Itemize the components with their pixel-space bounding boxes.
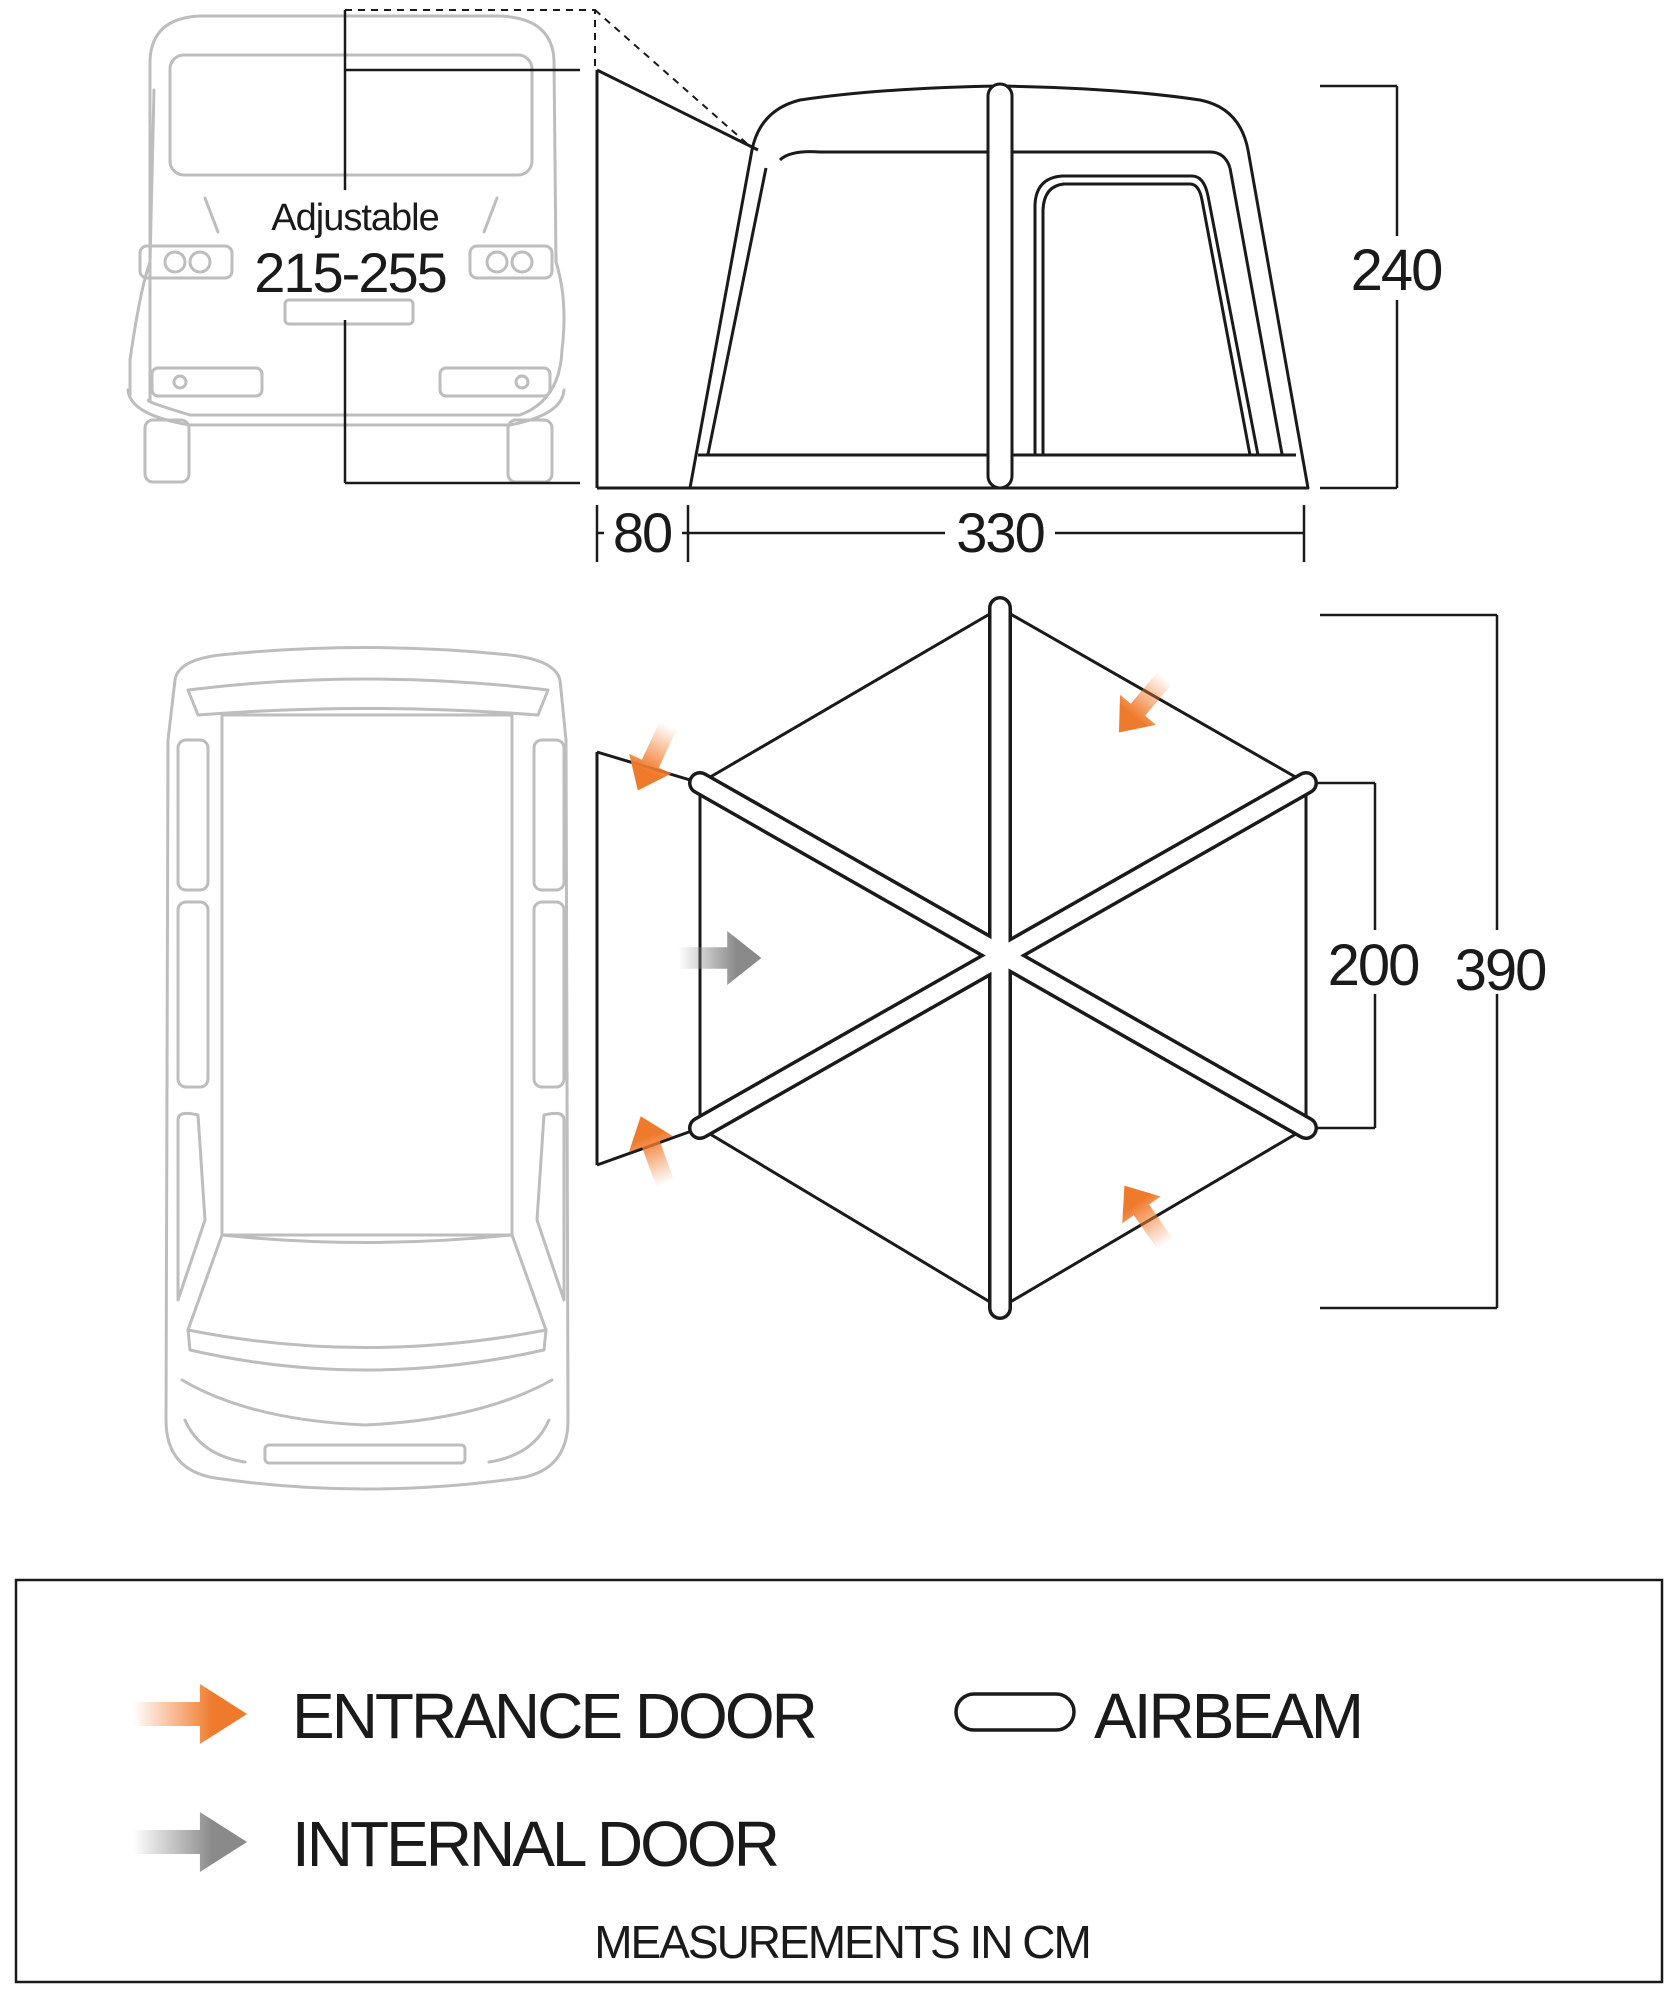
inner-width-bracket [1318, 781, 1430, 1130]
adjustable-range-label: 215-255 [254, 241, 446, 304]
height-bracket [1320, 84, 1450, 490]
awning-side-view [595, 68, 1310, 490]
overall-width-label: 390 [1455, 938, 1546, 1003]
van-rear-view [126, 14, 566, 484]
adjustable-label: Adjustable [271, 197, 438, 239]
depth-label: 80 [613, 501, 671, 564]
airbeam-legend-icon [954, 1692, 1076, 1732]
awning-top-view [595, 596, 1318, 1320]
adjustable-height-bracket [343, 9, 753, 485]
entrance-door-arrow-bottom-right [1105, 1172, 1185, 1258]
airbeam-frame [688, 596, 1318, 1320]
van-top-view [164, 646, 570, 1491]
inner-width-label: 200 [1328, 933, 1419, 998]
entrance-door-arrow-bottom-left [618, 1108, 688, 1192]
legend-box [14, 1578, 1664, 1984]
airbeam-legend-label: AIRBEAM [1094, 1680, 1361, 1752]
internal-door-arrow [678, 931, 762, 985]
internal-door-legend-arrow [132, 1812, 248, 1872]
entrance-door-legend-arrow [132, 1684, 248, 1744]
entrance-door-legend-label: ENTRANCE DOOR [292, 1680, 816, 1752]
entrance-door-arrow-top-left [616, 715, 690, 801]
measurements-note: MEASUREMENTS IN CM [594, 1916, 1090, 1968]
width-label: 330 [956, 501, 1043, 564]
height-label: 240 [1351, 238, 1442, 303]
overall-width-bracket [1320, 613, 1552, 1310]
depth-width-dimension [595, 505, 1306, 563]
internal-door-legend-label: INTERNAL DOOR [292, 1808, 778, 1880]
